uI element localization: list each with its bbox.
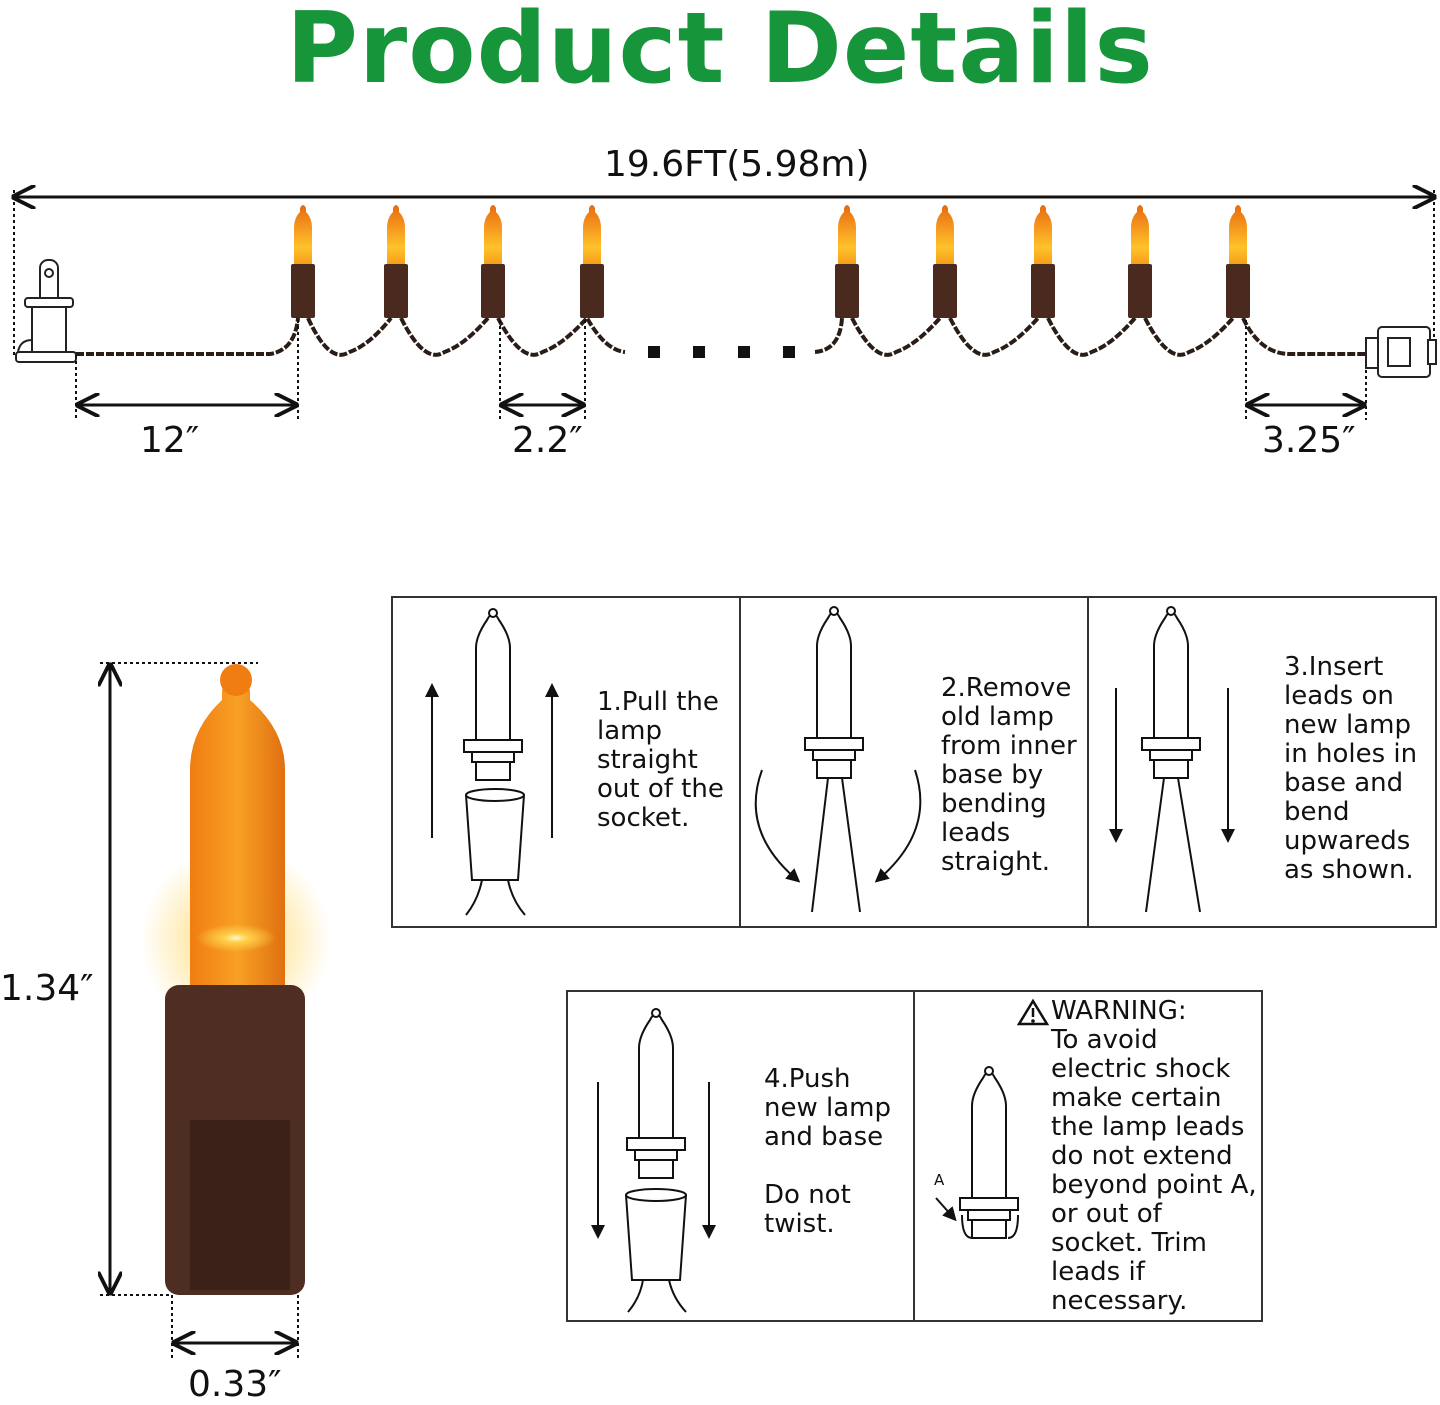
curved-arrow-icon	[874, 769, 922, 883]
bulb-icon	[1031, 205, 1055, 318]
point-a-arrow-icon	[935, 1197, 957, 1222]
bulb-width-label: 0.33″	[188, 1364, 282, 1405]
bulb-icon	[384, 205, 408, 318]
last-to-end-label: 3.25″	[1262, 420, 1356, 461]
step-3-panel	[1087, 596, 1437, 928]
bulb-icon	[1226, 205, 1250, 318]
step-2-text: 2.Remove old lamp from inner base by ben…	[941, 673, 1077, 877]
point-a-label: A	[934, 1171, 945, 1189]
bulb-icon	[580, 205, 604, 318]
bulb-icon	[1128, 205, 1152, 318]
bulb-icon	[481, 205, 505, 318]
bulb-spacing-label: 2.2″	[512, 420, 583, 461]
curved-arrow-icon	[754, 769, 801, 883]
bulb-height-label: 1.34″	[0, 968, 94, 1009]
large-bulb-diagram	[0, 662, 331, 1360]
bulb-glass	[190, 676, 285, 1000]
warning-icon	[1016, 998, 1050, 1026]
step-1-text: 1.Pull the lamp straight out of the sock…	[597, 687, 724, 833]
plug-to-first-label: 12″	[140, 420, 200, 461]
page-title: Product Details	[286, 0, 1154, 106]
bulb-icon	[835, 205, 859, 318]
bulb-icon	[933, 205, 957, 318]
lamp-icon	[804, 606, 864, 779]
lamp-icon	[959, 1066, 1019, 1239]
total-length-label: 19.6FT(5.98m)	[604, 144, 870, 185]
warning-text: To avoid electric shock make certain the…	[1051, 1025, 1257, 1316]
lamp-icon	[626, 1008, 686, 1179]
ellipsis-dots	[648, 346, 795, 358]
end-connector-icon	[1365, 326, 1437, 378]
bulb-icon	[291, 205, 315, 318]
plug-icon	[15, 259, 77, 363]
wire	[76, 314, 1366, 357]
step-4-text: 4.Push new lamp and base Do not twist.	[764, 1064, 891, 1239]
warning-heading: WARNING:	[1051, 996, 1187, 1026]
lamp-icon	[463, 608, 523, 781]
light-strand-diagram	[0, 0, 1437, 420]
step-3-text: 3.Insert leads on new lamp in holes in b…	[1284, 652, 1418, 885]
warning-panel	[913, 990, 1263, 1322]
lamp-icon	[1141, 606, 1201, 779]
